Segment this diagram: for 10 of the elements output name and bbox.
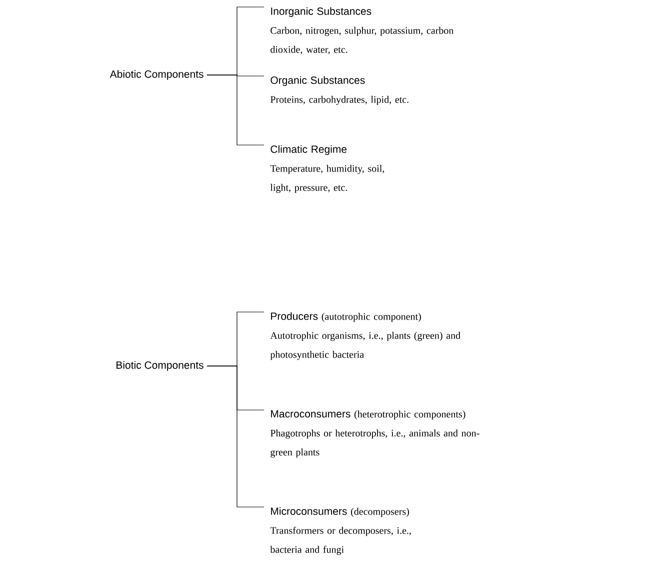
category-text: Microconsumers (decomposers) Transformers or decomposers, i.e., bacteria and fungi xyxy=(270,507,411,555)
bracket-line xyxy=(206,366,264,508)
component-label: Biotic Components xyxy=(116,361,204,371)
category-text: Producers (autotrophic component) Autotrophic organisms, i.e., plants (green) and photosynthetic bacteria xyxy=(270,312,460,360)
component-label: Abiotic Components xyxy=(110,70,204,80)
category-text: Organic Substances Proteins, carbohydrates, lipid, etc. xyxy=(270,76,408,105)
category-text: Inorganic Substances Carbon, nitrogen, sulphur, potassium, carbon dioxide, water, etc. xyxy=(270,7,454,54)
category-text: Macroconsumers (heterotrophic components) Phagotrophs or heterotrophs, i.e., animals and non-green plants xyxy=(270,410,480,458)
bracket-line xyxy=(206,74,264,146)
category-text: Climatic Regime Temperature, humidity, soil, light, pressure, etc. xyxy=(270,145,384,193)
